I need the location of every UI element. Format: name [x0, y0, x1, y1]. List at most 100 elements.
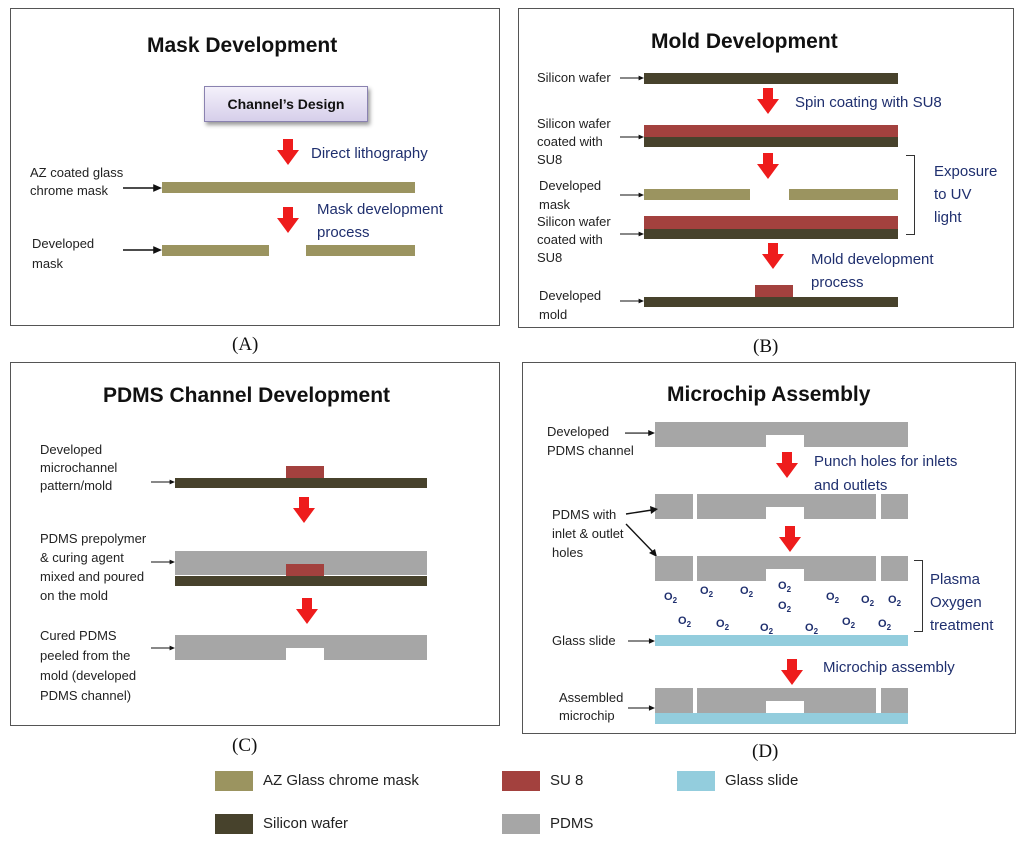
- pdms-segment-outlet: [881, 494, 908, 519]
- su8-mold-feature: [755, 285, 793, 297]
- step-mask-development-2: process: [317, 224, 370, 241]
- silicon-wafer-layer: [175, 576, 427, 586]
- step-punch-holes-2: and outlets: [814, 477, 888, 494]
- pdms-channel-cavity: [766, 701, 804, 713]
- oxygen-molecule: O2: [861, 594, 875, 609]
- pdms-segment-inlet: [655, 688, 693, 713]
- down-arrow-icon: [757, 153, 779, 179]
- pdms-channel-cavity: [766, 569, 804, 581]
- glass-slide-layer: [655, 635, 908, 646]
- label-pdms-with: PDMS with: [552, 507, 617, 522]
- pointer-arrow-icon: [123, 183, 162, 193]
- step-punch-holes: Punch holes for inlets: [814, 453, 958, 470]
- side-to-uv: to UV: [934, 186, 972, 203]
- label-holes: holes: [552, 545, 584, 560]
- down-arrow-icon: [277, 139, 299, 165]
- down-arrow-icon: [776, 452, 798, 478]
- down-arrow-icon: [779, 526, 801, 552]
- side-treatment: treatment: [930, 617, 994, 634]
- panel-c-title: PDMS Channel Development: [103, 384, 391, 407]
- glass-slide-layer: [655, 713, 908, 724]
- down-arrow-icon: [757, 88, 779, 114]
- label-glass-slide: Glass slide: [552, 633, 616, 648]
- pointer-arrow-icon: [625, 428, 655, 438]
- pointer-arrow-icon: [620, 229, 644, 239]
- step-direct-lithography: Direct lithography: [311, 145, 428, 162]
- oxygen-molecule: O2: [740, 585, 754, 600]
- label-developed-pdms-2: PDMS channel: [547, 443, 634, 458]
- label-peeled: peeled from the: [40, 648, 131, 663]
- side-oxygen: Oxygen: [930, 594, 982, 611]
- legend-swatch-mask: [215, 771, 253, 791]
- silicon-wafer-layer: [644, 73, 898, 84]
- pointer-arrow-icon: [151, 557, 175, 567]
- pdms-segment-inlet: [655, 494, 693, 519]
- pointer-arrow-icon: [123, 245, 162, 255]
- panel-c-caption: (C): [232, 735, 258, 756]
- legend-swatch-pdms: [502, 814, 540, 834]
- down-arrow-icon: [277, 207, 299, 233]
- label-wafer-coated-b-1: Silicon wafer: [537, 214, 611, 229]
- pointer-arrow-icon: [620, 296, 644, 306]
- oxygen-molecule: O2: [888, 594, 902, 609]
- legend-swatch-su8: [502, 771, 540, 791]
- silicon-wafer-layer: [644, 137, 898, 147]
- panel-a-title: Mask Development: [147, 34, 338, 57]
- pointer-lines-icon: [625, 506, 658, 557]
- label-mold-developed: mold (developed: [40, 668, 137, 683]
- step-spin-coating: Spin coating with SU8: [795, 94, 942, 111]
- legend-label-glass: Glass slide: [725, 772, 799, 789]
- legend-label-mask: AZ Glass chrome mask: [263, 772, 419, 789]
- oxygen-molecule: O2: [805, 622, 819, 637]
- developed-mask-left: [644, 189, 750, 200]
- pdms-segment-outlet: [881, 556, 908, 581]
- pdms-channel-cavity: [286, 648, 324, 660]
- developed-mask-right: [789, 189, 898, 200]
- su8-coating-layer: [644, 216, 898, 229]
- legend-label-wafer: Silicon wafer: [263, 815, 349, 832]
- label-microchip: microchip: [559, 708, 615, 723]
- pointer-arrow-icon: [628, 703, 655, 713]
- legend-label-pdms: PDMS: [550, 815, 594, 832]
- label-wafer-coated-2: coated with: [537, 134, 603, 149]
- label-wafer-coated-b-3: SU8: [537, 250, 563, 265]
- down-arrow-icon: [762, 243, 784, 269]
- label-inlet-outlet: inlet & outlet: [552, 526, 624, 541]
- label-chrome-mask: chrome mask: [30, 183, 109, 198]
- pdms-channel-cavity: [766, 507, 804, 519]
- label-wafer-coated-1: Silicon wafer: [537, 116, 611, 131]
- label-developed-mold-2: mold: [539, 307, 568, 322]
- step-microchip-assembly: Microchip assembly: [823, 659, 955, 676]
- down-arrow-icon: [296, 598, 318, 624]
- pointer-arrow-icon: [151, 643, 175, 653]
- step-mold-development: Mold development: [811, 251, 934, 268]
- panel-b-caption: (B): [753, 336, 779, 357]
- panel-d-title: Microchip Assembly: [667, 383, 871, 406]
- pdms-channel-cavity: [766, 435, 804, 447]
- label-silicon-wafer: Silicon wafer: [537, 70, 611, 85]
- oxygen-molecule: O2: [778, 600, 792, 615]
- oxygen-molecule: O2: [878, 618, 892, 633]
- label-developed-mask-2: mask: [539, 197, 571, 212]
- down-arrow-icon: [293, 497, 315, 523]
- panel-d-caption: (D): [752, 741, 779, 762]
- silicon-wafer-layer: [175, 478, 427, 488]
- silicon-wafer-layer: [644, 297, 898, 307]
- label-curing-agent: & curing agent: [40, 550, 124, 565]
- channel-design-box: Channel’s Design: [204, 86, 368, 122]
- pdms-segment-outlet: [881, 688, 908, 713]
- down-arrow-icon: [781, 659, 803, 685]
- pointer-arrow-icon: [620, 73, 644, 83]
- label-pdms-channel: PDMS channel): [40, 688, 132, 703]
- pointer-arrow-icon: [151, 477, 175, 487]
- step-mold-development-2: process: [811, 274, 864, 291]
- side-plasma: Plasma: [930, 571, 981, 588]
- panel-b-title: Mold Development: [651, 30, 838, 53]
- oxygen-molecule: O2: [716, 618, 730, 633]
- label-mixed-poured: mixed and poured: [40, 569, 145, 584]
- side-light: light: [934, 209, 962, 226]
- label-cured-pdms: Cured PDMS: [40, 628, 117, 643]
- su8-coating-layer: [644, 125, 898, 137]
- label-mask: mask: [32, 256, 64, 271]
- oxygen-molecule: O2: [664, 591, 678, 606]
